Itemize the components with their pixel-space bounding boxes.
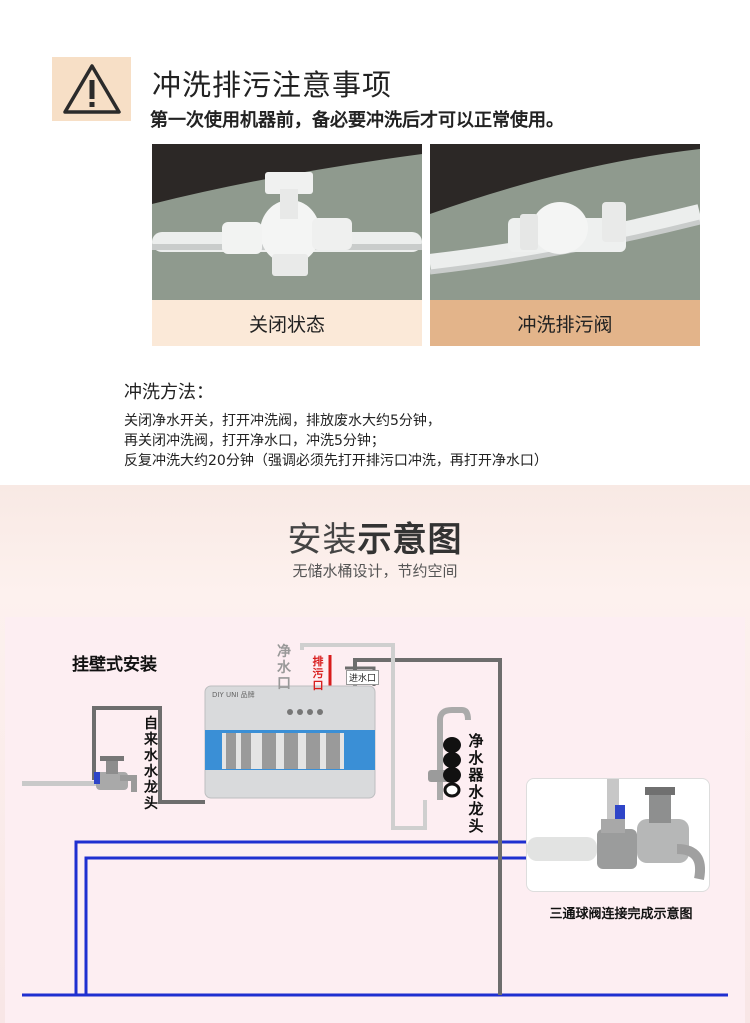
caption-flush-valve: 冲洗排污阀	[430, 300, 700, 346]
inlet-label: 进水口	[346, 670, 380, 685]
method-line: 关闭净水开关，打开冲洗阀，排放废水大约5分钟，	[124, 413, 441, 429]
method-title: 冲洗方法：	[124, 382, 214, 403]
valve-flush-photo	[430, 144, 700, 300]
three-way-valve-inset	[526, 778, 710, 892]
caption-closed: 关闭状态	[152, 300, 422, 346]
pure-outlet-label: 净水口	[277, 644, 291, 692]
install-subtitle: 无储水桶设计，节约空间	[292, 562, 458, 580]
tap-water-label: 自来水水龙头	[144, 716, 158, 812]
warning-badge	[52, 57, 131, 121]
flush-subtitle: 第一次使用机器前，备必要冲洗后才可以正常使用。	[150, 110, 564, 131]
warning-triangle-icon	[62, 64, 121, 114]
valve-closed-photo	[152, 144, 422, 300]
wall-mount-label: 挂壁式安装	[72, 655, 157, 675]
install-title-bold: 示意图	[357, 520, 463, 560]
drain-outlet-label: 排污口	[312, 655, 324, 692]
inset-caption: 三通球阀连接完成示意图	[549, 907, 693, 922]
flush-section: 冲洗排污注意事项 第一次使用机器前，备必要冲洗后才可以正常使用。 关闭状态 冲洗…	[0, 0, 750, 485]
flush-title: 冲洗排污注意事项	[152, 68, 393, 102]
purifier-tap-label: 净水器水龙头	[468, 732, 484, 835]
method-line: 反复冲洗大约20分钟（强调必须先打开排污口冲洗，再打开净水口）	[124, 453, 548, 469]
device-brand: DIY UNI 品牌	[212, 691, 255, 699]
install-title-light: 安装	[287, 520, 358, 560]
install-title: 安装示意图	[0, 512, 750, 561]
method-line: 再关闭冲洗阀，打开净水口，冲洗5分钟；	[124, 433, 385, 449]
